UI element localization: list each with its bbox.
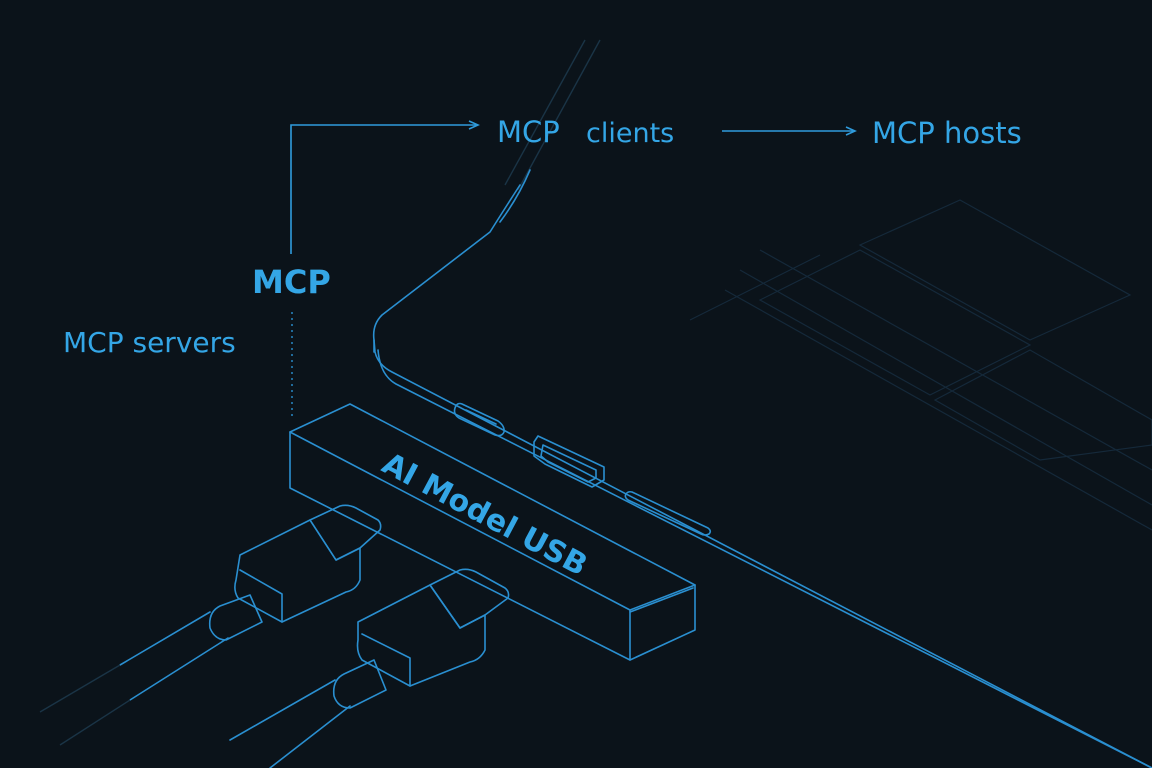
flow-lines xyxy=(290,120,857,418)
mcp-clients-label-suffix: clients xyxy=(586,118,674,149)
mcp-clients-label-prefix: MCP xyxy=(497,115,560,149)
usb-cable-1 xyxy=(39,504,382,746)
card-slot xyxy=(624,490,712,536)
mcp-label: MCP xyxy=(252,263,331,301)
laptop-screen xyxy=(504,39,1152,531)
usb-cable-2 xyxy=(229,568,510,768)
laptop-base xyxy=(372,169,1152,768)
mcp-to-clients-arrow xyxy=(290,120,480,254)
laptop-ports xyxy=(453,402,712,536)
usb-c-port xyxy=(453,402,505,437)
usb-hub xyxy=(289,403,696,661)
mcp-hosts-label: MCP hosts xyxy=(872,116,1022,150)
mcp-servers-label: MCP servers xyxy=(63,326,236,359)
hdmi-port xyxy=(533,435,605,488)
